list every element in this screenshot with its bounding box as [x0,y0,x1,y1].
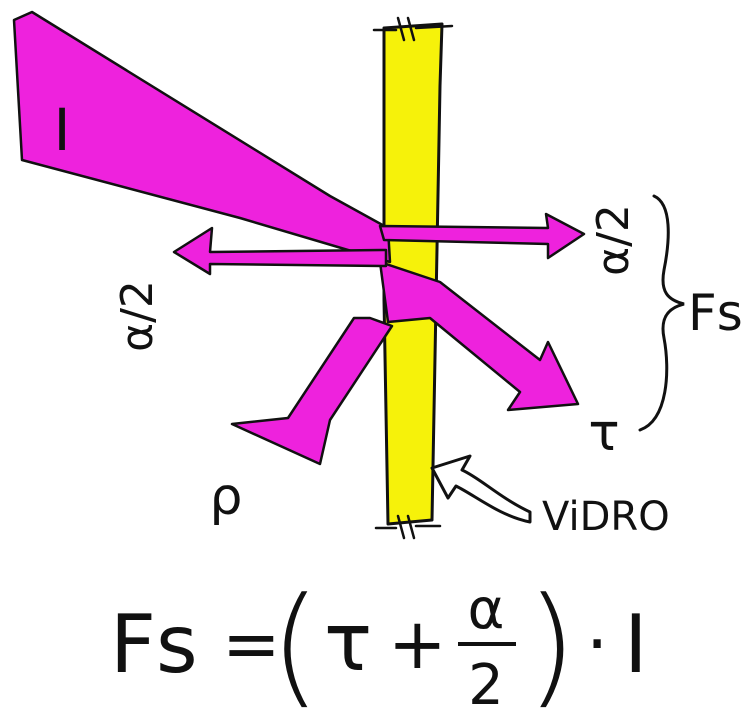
solar-factor-label: Fs [688,284,743,342]
formula-numerator: α [468,577,505,642]
incident-label: I [53,96,70,164]
transmitted-beam [378,260,580,412]
formula-denominator: 2 [468,653,504,718]
absorbed-right-arrow [378,212,586,260]
formula-plus: + [388,603,447,685]
reflected-label: ρ [209,467,242,527]
absorbed-left-arrow [172,226,388,276]
formula-close-paren: ) [526,569,577,719]
half-absorbed-left-label: α/2 [112,280,163,352]
glass-label: ViDRO [542,494,670,540]
formula-equals: = [222,603,281,685]
incident-beam [12,10,392,264]
formula-open-paren: ( [270,569,321,719]
half-absorbed-right-label: α/2 [588,204,639,276]
glass-pointer-arrow [430,454,532,524]
formula-tau: τ [324,596,372,689]
reflected-arrow [230,316,394,466]
formula-intensity: I [624,598,648,691]
formula-lhs: Fs [110,598,198,691]
fs-brace [638,194,685,432]
transmitted-label: τ [588,403,619,463]
formula-dot: · [586,603,608,685]
solar-factor-formula: Fs = ( τ + α 2 ) · I [110,569,648,719]
